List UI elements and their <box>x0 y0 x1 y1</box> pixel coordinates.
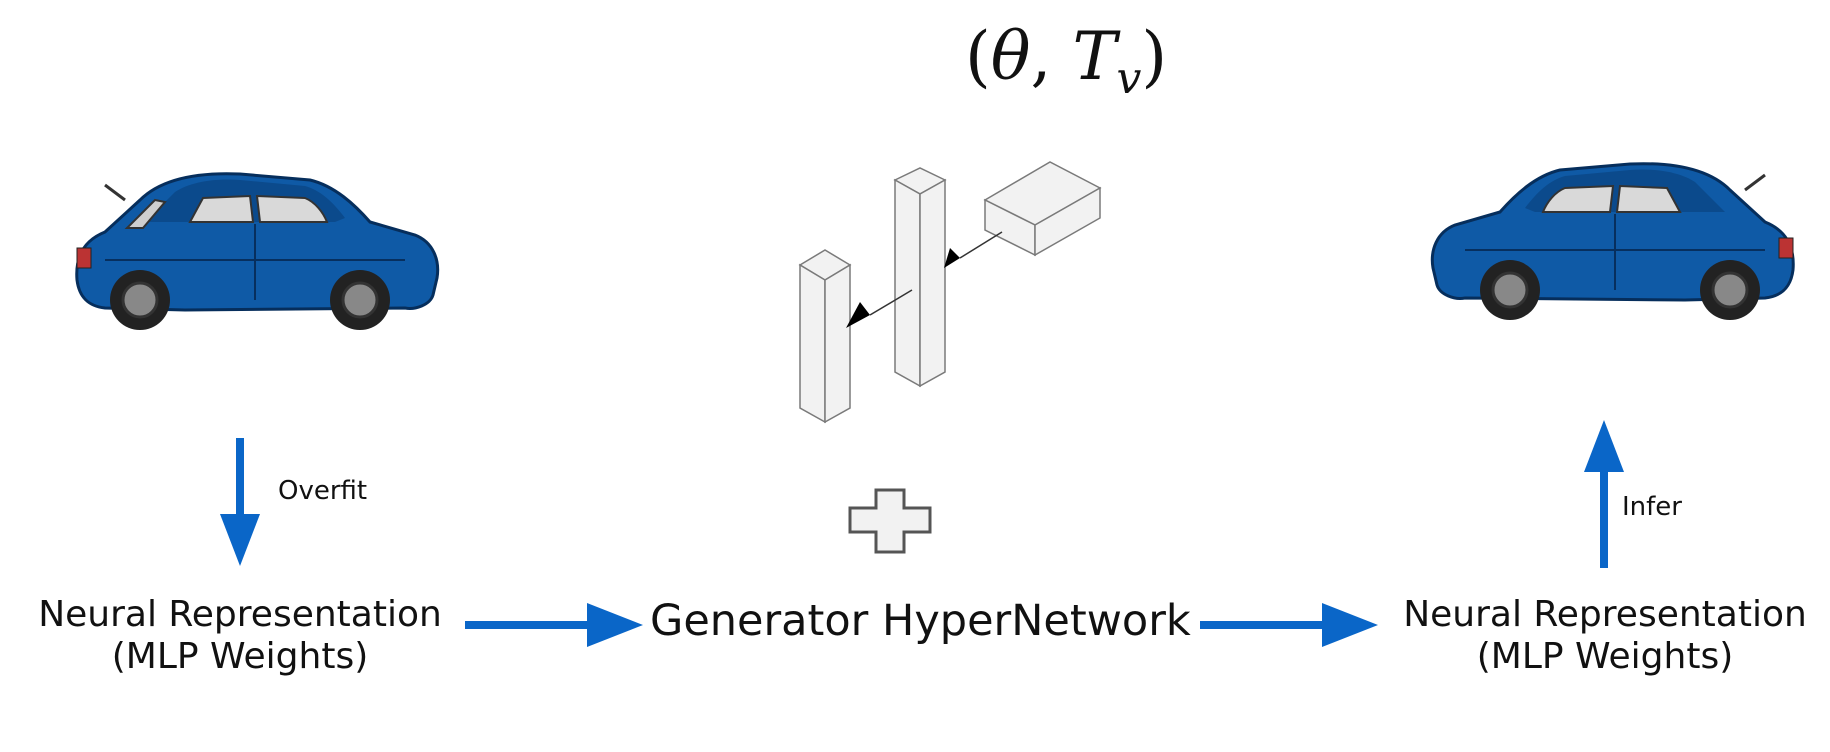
right-neural-representation: Neural Representation (MLP Weights) <box>1385 594 1825 679</box>
overfit-arrow <box>220 438 260 566</box>
formula-t: T <box>1072 18 1117 95</box>
left-line1: Neural Representation <box>38 594 442 635</box>
left-line2: (MLP Weights) <box>111 636 369 678</box>
formula-theta: θ <box>990 18 1031 95</box>
plus-icon <box>848 488 932 554</box>
overfit-label: Overfit <box>278 476 368 506</box>
infer-arrow <box>1584 420 1624 568</box>
formula-open-paren: ( <box>965 18 991 95</box>
formula-close-paren: ) <box>1141 18 1168 95</box>
right-line2: (MLP Weights) <box>1476 636 1734 678</box>
parameter-formula: (θ, Tv) <box>965 18 1167 104</box>
right-line1: Neural Representation <box>1403 594 1807 635</box>
formula-subscript: v <box>1116 53 1142 104</box>
arrow-to-hypernetwork <box>465 603 643 647</box>
network-layers-icon <box>798 161 1102 424</box>
car-icon <box>75 172 440 330</box>
generator-hypernetwork-label: Generator HyperNetwork <box>650 596 1191 646</box>
car-icon <box>1430 162 1795 320</box>
left-neural-representation: Neural Representation (MLP Weights) <box>20 594 460 679</box>
formula-comma: , <box>1030 18 1052 95</box>
infer-label: Infer <box>1622 492 1682 522</box>
arrow-to-output <box>1200 603 1378 647</box>
